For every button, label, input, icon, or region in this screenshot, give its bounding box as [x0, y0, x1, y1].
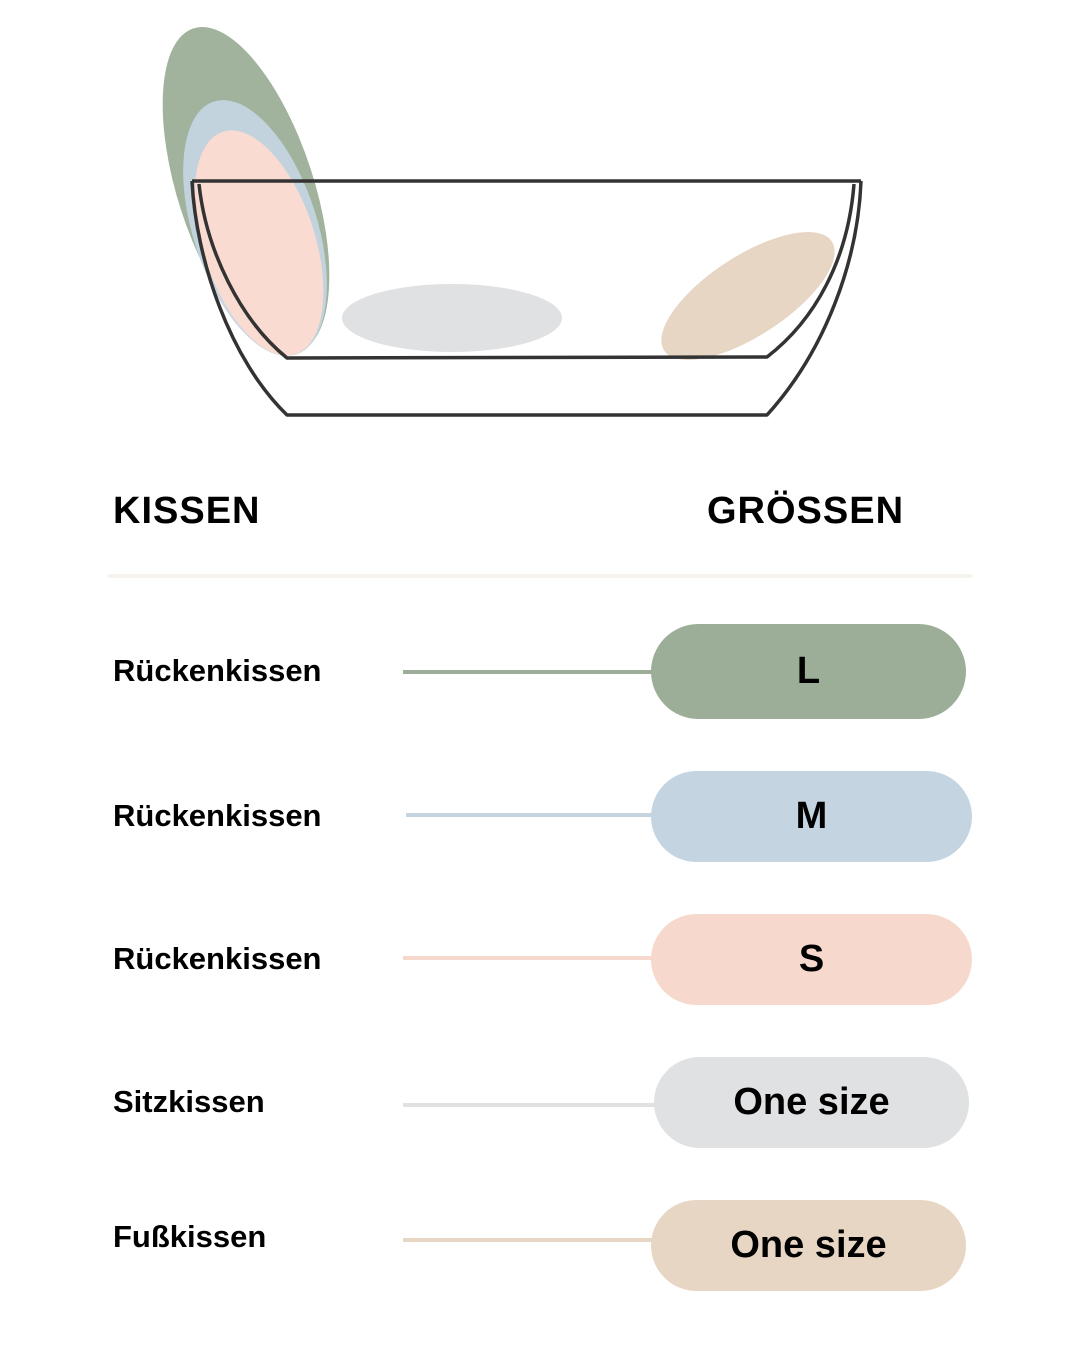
connector-line: [406, 813, 653, 817]
size-badge-s: S: [651, 914, 972, 1005]
connector-line: [403, 670, 653, 674]
size-badge-label: One size: [733, 1081, 890, 1123]
size-badge-label: M: [795, 795, 828, 837]
header-divider: [108, 574, 972, 578]
tub-outline: [190, 179, 863, 417]
size-badge-m: M: [651, 771, 972, 862]
size-badge-l: L: [651, 624, 966, 719]
bathtub-illustration: [162, 26, 863, 417]
connector-line: [403, 1103, 656, 1107]
connector-line: [403, 1238, 653, 1242]
row-label-back-cushion-s: Rückenkissen: [113, 941, 322, 976]
connector-line: [403, 956, 653, 960]
size-badge-label: L: [796, 650, 821, 692]
size-badge-label: One size: [730, 1224, 887, 1266]
column-header-sizes: GRÖSSEN: [707, 490, 905, 532]
row-label-seat-cushion: Sitzkissen: [113, 1084, 265, 1119]
size-badge-foot-one-size: One size: [651, 1200, 966, 1291]
foot-cushion-shape: [661, 232, 835, 360]
row-label-back-cushion-l: Rückenkissen: [113, 653, 322, 688]
column-header-cushions: KISSEN: [113, 490, 261, 532]
size-badge-label: S: [798, 938, 825, 980]
seat-cushion-shape: [342, 284, 562, 352]
size-badge-seat-one-size: One size: [654, 1057, 969, 1148]
back-cushion-small-shape: [194, 130, 324, 356]
row-label-foot-cushion: Fußkissen: [113, 1219, 267, 1254]
row-label-back-cushion-m: Rückenkissen: [113, 798, 322, 833]
